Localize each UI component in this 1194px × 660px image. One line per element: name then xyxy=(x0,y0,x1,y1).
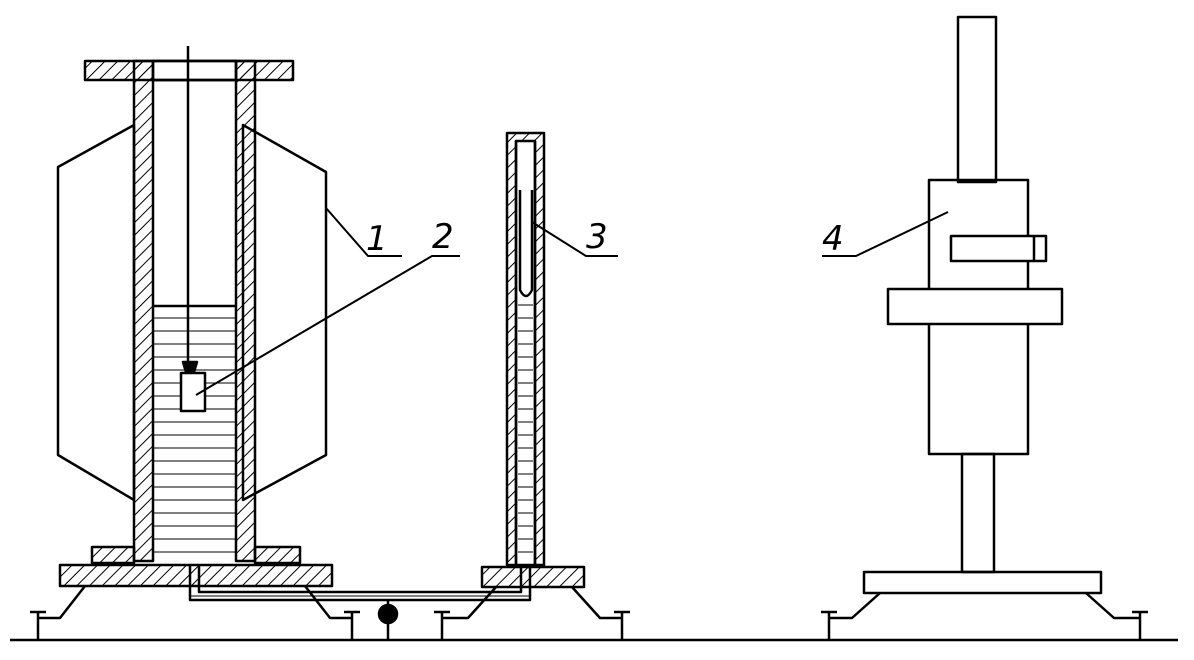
measuring-tube xyxy=(434,131,630,640)
leader-1 xyxy=(325,207,402,257)
label-1: 1 xyxy=(366,219,388,259)
jacket-left xyxy=(56,123,136,502)
leader-4 xyxy=(822,211,949,257)
stand-collar xyxy=(886,287,1064,326)
sample-clamp xyxy=(181,360,199,374)
vessel-liquid xyxy=(153,306,236,560)
leader-2 xyxy=(195,255,460,396)
measuring-stand xyxy=(821,15,1148,640)
stand-base-plate xyxy=(862,570,1103,595)
label-3: 3 xyxy=(586,217,608,257)
stand-column-upper xyxy=(956,15,998,184)
label-2: 2 xyxy=(432,217,454,257)
tube-wall-left xyxy=(132,59,155,563)
lower-flange-right xyxy=(253,545,302,565)
tube-wall-right xyxy=(234,59,257,563)
vessel-assembly xyxy=(30,46,360,640)
lower-flange-left xyxy=(90,545,136,565)
label-4: 4 xyxy=(822,219,844,259)
measuring-tube-base xyxy=(480,565,586,589)
vessel-base-plate xyxy=(58,563,334,588)
meniscus xyxy=(518,190,534,298)
vessel-leg-right xyxy=(304,585,352,620)
leader-3 xyxy=(531,221,618,257)
vessel-leg-left xyxy=(38,585,86,620)
stand-slot xyxy=(949,234,1048,263)
stand-column-lower xyxy=(960,452,996,574)
